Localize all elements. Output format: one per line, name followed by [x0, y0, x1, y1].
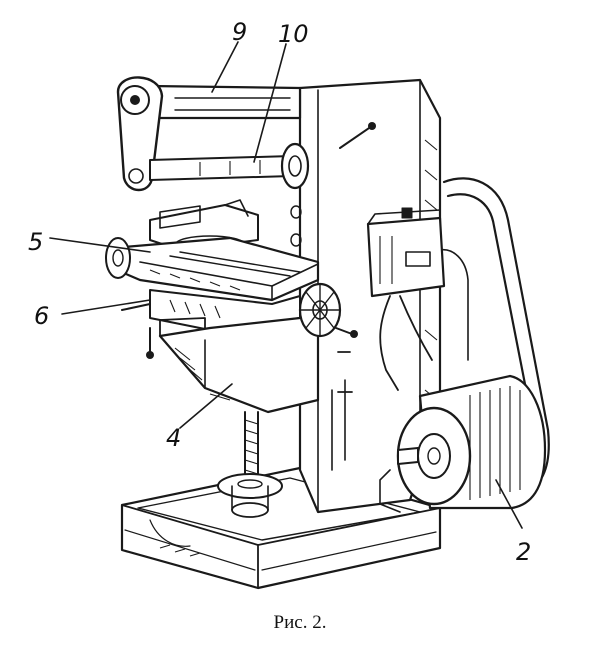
- electric-motor: [379, 374, 547, 513]
- callout-2: 2: [516, 538, 531, 566]
- figure-caption: Рис. 2.: [273, 612, 327, 633]
- leader-5: [49, 237, 151, 253]
- callout-9: 9: [232, 18, 247, 46]
- work-table: [105, 236, 320, 302]
- leader-6: [61, 299, 151, 315]
- leader-10: [253, 43, 287, 163]
- callout-5: 5: [28, 228, 43, 256]
- callout-4: 4: [166, 424, 181, 452]
- knee: [158, 282, 358, 414]
- arbor: [149, 142, 310, 190]
- leader-9: [211, 41, 239, 93]
- leader-4: [179, 383, 233, 429]
- leader-2: [495, 479, 523, 529]
- callout-6: 6: [34, 302, 49, 330]
- callout-leaders: [49, 41, 523, 529]
- elevating-screw: [217, 411, 283, 518]
- callout-10: 10: [278, 20, 309, 48]
- switch-box: [366, 207, 446, 391]
- machine-column: [290, 78, 442, 514]
